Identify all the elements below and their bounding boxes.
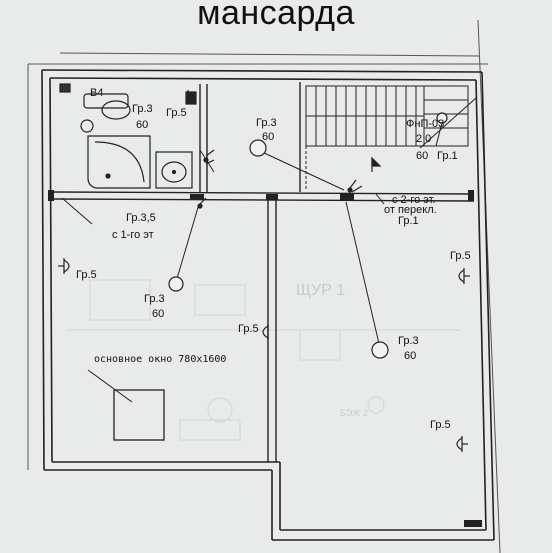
stair-switch-icon <box>371 156 382 172</box>
label-right-gr3: Гр.3 <box>398 335 419 347</box>
label-right-gr5-bot: Гр.5 <box>430 419 451 431</box>
ceiling-lights <box>168 112 448 359</box>
socket-icon <box>456 436 468 452</box>
ghost-bzh-label: БЭЖ 2 <box>340 408 368 418</box>
switch-icon-corridor <box>347 179 363 193</box>
label-wc-gr3: Гр.3 <box>132 103 153 115</box>
ceiling-light-right-room <box>371 341 389 359</box>
socket-icon <box>262 324 269 340</box>
socket-outlets <box>58 90 470 452</box>
label-from-2nd: с 2-го эт. <box>392 194 436 206</box>
plan-labels: В4 Гр.3 60 Гр.5 Гр.3 60 ФнП-03 2 0 60 Гр… <box>76 87 471 431</box>
label-stair-gr3: Гр.3 <box>256 117 277 129</box>
switch-icon-bathroom <box>203 149 215 165</box>
label-fnp-20: 2 0 <box>416 133 431 145</box>
page-title: мансарда <box>197 0 355 32</box>
sink-icon <box>155 151 193 189</box>
label-gr35: Гр.3,5 <box>126 212 156 224</box>
vent-icon <box>59 83 71 93</box>
roof-window-frame <box>113 389 165 441</box>
wiring <box>61 97 477 349</box>
label-mid-gr5: Гр.5 <box>238 323 259 335</box>
switches <box>197 149 382 209</box>
label-from-switch: от перекл. <box>384 204 437 216</box>
label-from-1st: с 1-го эт <box>112 229 154 241</box>
label-wc-gr3-60: 60 <box>136 119 148 131</box>
label-wc-gr5: Гр.5 <box>166 107 187 119</box>
label-gr1: Гр.1 <box>398 215 419 227</box>
label-stair-gr3-60: 60 <box>262 131 274 143</box>
bathroom-fixtures <box>59 83 197 189</box>
ceiling-light-left-room <box>168 276 184 292</box>
wall-markers <box>48 190 482 527</box>
ceiling-light-fnp <box>436 112 448 124</box>
washer-icon <box>80 119 94 133</box>
label-b4: В4 <box>90 87 103 99</box>
socket-icon <box>58 258 70 274</box>
label-fnp: ФнП-03 <box>406 118 444 130</box>
toilet-icon <box>101 100 131 120</box>
label-right-gr5-top: Гр.5 <box>450 250 471 262</box>
ceiling-light-stair <box>249 139 267 157</box>
label-left-gr5: Гр.5 <box>76 269 97 281</box>
label-left-gr3-60: 60 <box>152 308 164 320</box>
label-left-gr3: Гр.3 <box>144 293 165 305</box>
sheet-frame <box>27 19 501 553</box>
switch-icon-left <box>197 197 207 209</box>
label-right-gr3-60: 60 <box>404 350 416 362</box>
outer-walls <box>41 69 495 541</box>
shower-tray-icon <box>87 135 151 189</box>
label-fnp-gr1: Гр.1 <box>437 150 458 162</box>
roof-window <box>87 369 165 441</box>
ghost-shchur-label: ЩУР 1 <box>296 282 345 299</box>
label-fnp-60: 60 <box>416 150 428 162</box>
staircase <box>305 85 469 190</box>
socket-icon <box>458 268 470 284</box>
label-window: основное окно 780х1600 <box>94 354 226 365</box>
